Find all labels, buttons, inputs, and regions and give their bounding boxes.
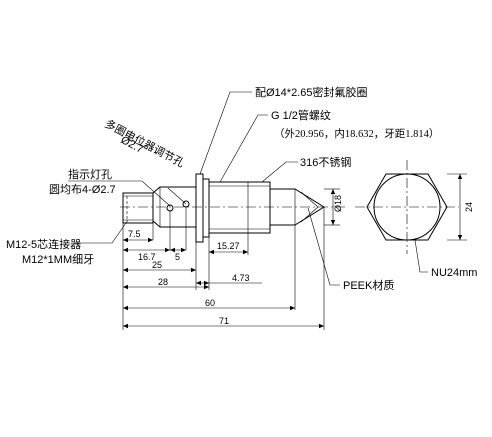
label-pot-hole: 多圈电位器调节孔 bbox=[103, 116, 187, 170]
dim-phi18: Ø18 bbox=[333, 195, 343, 212]
dim-4-73: 4.73 bbox=[232, 273, 250, 283]
side-view bbox=[120, 173, 345, 243]
label-peek: PEEK材质 bbox=[343, 278, 394, 292]
label-connector-thread: M12*1MM细牙 bbox=[22, 253, 94, 266]
label-indicator: 指示灯孔 bbox=[68, 167, 112, 181]
collar bbox=[202, 178, 210, 238]
dimension-lines bbox=[122, 173, 467, 330]
peek-probe bbox=[269, 188, 325, 226]
dim-25: 25 bbox=[152, 260, 162, 270]
label-indicator-spec: 圆均布4-Ø2.7 bbox=[49, 183, 116, 196]
dim-16-7: 16.7 bbox=[138, 252, 156, 262]
label-nut: NU24mm bbox=[431, 267, 477, 279]
thread-section bbox=[208, 181, 271, 234]
dim-24: 24 bbox=[464, 202, 474, 212]
dim-5: 5 bbox=[175, 252, 180, 262]
label-connector: M12-5芯连接器 bbox=[6, 237, 81, 251]
dim-60: 60 bbox=[205, 298, 215, 308]
flange bbox=[195, 173, 204, 243]
dim-7-5: 7.5 bbox=[128, 229, 141, 239]
connector-body bbox=[122, 192, 154, 224]
dim-71: 71 bbox=[219, 316, 229, 326]
leader-lines bbox=[68, 91, 428, 286]
dim-28: 28 bbox=[158, 277, 168, 287]
label-seal-ring: 配Ø14*2.65密封氟胶圈 bbox=[255, 85, 367, 99]
dim-15-27: 15.27 bbox=[217, 241, 240, 251]
label-steel: 316不锈钢 bbox=[300, 156, 351, 169]
end-view bbox=[355, 160, 459, 254]
label-thread-spec: （外20.956，内18.632，牙距1.814） bbox=[274, 127, 439, 140]
label-thread: G 1/2管螺纹 bbox=[271, 108, 331, 122]
hex-nut bbox=[366, 173, 448, 241]
